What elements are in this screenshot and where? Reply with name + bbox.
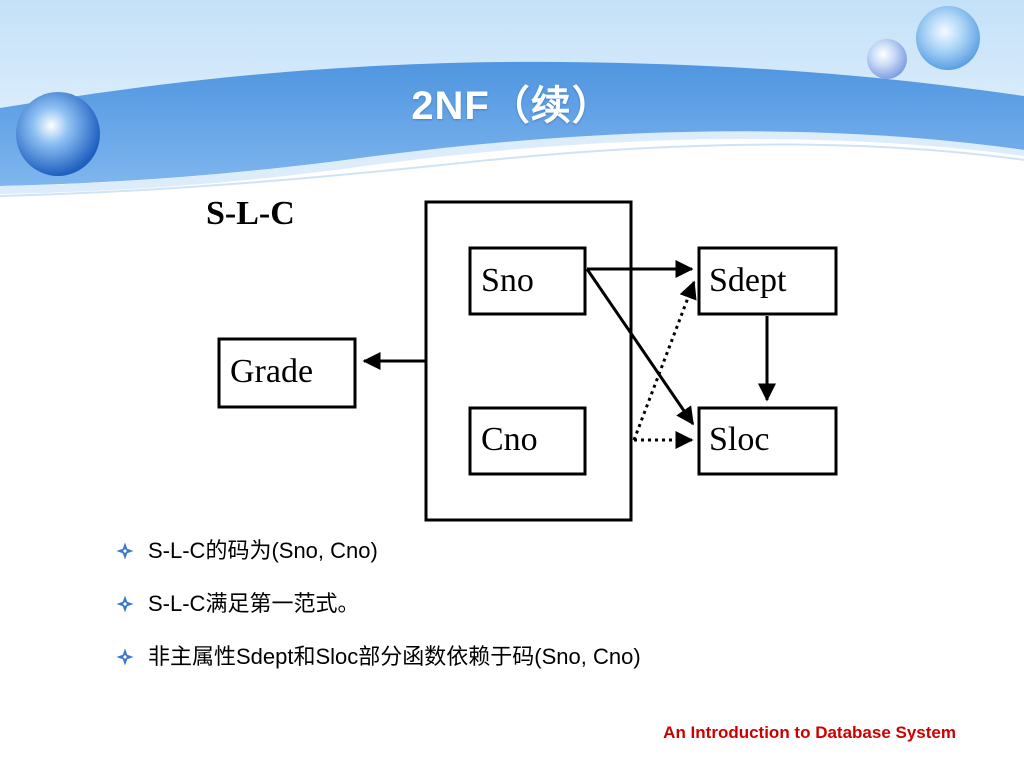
node-label-sdept: Sdept (709, 262, 787, 299)
node-cno: Cno (468, 406, 587, 476)
diamond-bullet-icon (116, 595, 134, 613)
header-banner (0, 0, 1024, 197)
bullet-item: S-L-C的码为(Sno, Cno) (116, 535, 641, 567)
node-grade: Grade (217, 337, 357, 409)
bullet-item: 非主属性Sdept和Sloc部分函数依赖于码(Sno, Cno) (116, 641, 641, 673)
node-label-grade: Grade (230, 353, 313, 390)
bullet-item: S-L-C满足第一范式。 (116, 588, 641, 620)
node-sdept: Sdept (697, 246, 838, 316)
diamond-bullet-icon (116, 542, 134, 560)
bullet-text: S-L-C的码为(Sno, Cno) (148, 538, 378, 563)
bullet-text: 非主属性Sdept和Sloc部分函数依赖于码(Sno, Cno) (148, 644, 641, 669)
orb-right-decoration (916, 6, 980, 70)
node-label-cno: Cno (481, 421, 538, 458)
node-sno: Sno (468, 246, 587, 316)
diagram-title: S-L-C (206, 195, 295, 232)
edge-cno-to-sdept-partial (632, 280, 697, 441)
edge-sno-to-sloc (585, 268, 695, 426)
bullet-list: S-L-C的码为(Sno, Cno) S-L-C满足第一范式。 非主属性Sdep… (116, 535, 641, 694)
bullet-text: S-L-C满足第一范式。 (148, 591, 360, 616)
node-label-sno: Sno (481, 262, 534, 299)
orb-left-decoration (16, 92, 100, 176)
diamond-bullet-icon (116, 648, 134, 666)
node-sloc: Sloc (697, 406, 838, 476)
slide-title: 2NF（续） (411, 84, 613, 128)
orb-small-decoration (867, 39, 907, 79)
footer-text: An Introduction to Database System (663, 723, 956, 742)
node-label-sloc: Sloc (709, 421, 769, 458)
